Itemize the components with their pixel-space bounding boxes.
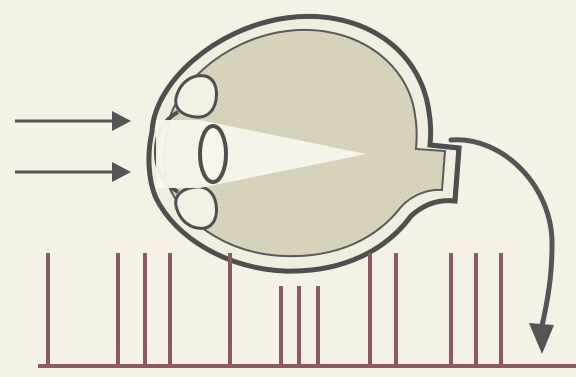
lens (200, 126, 226, 182)
